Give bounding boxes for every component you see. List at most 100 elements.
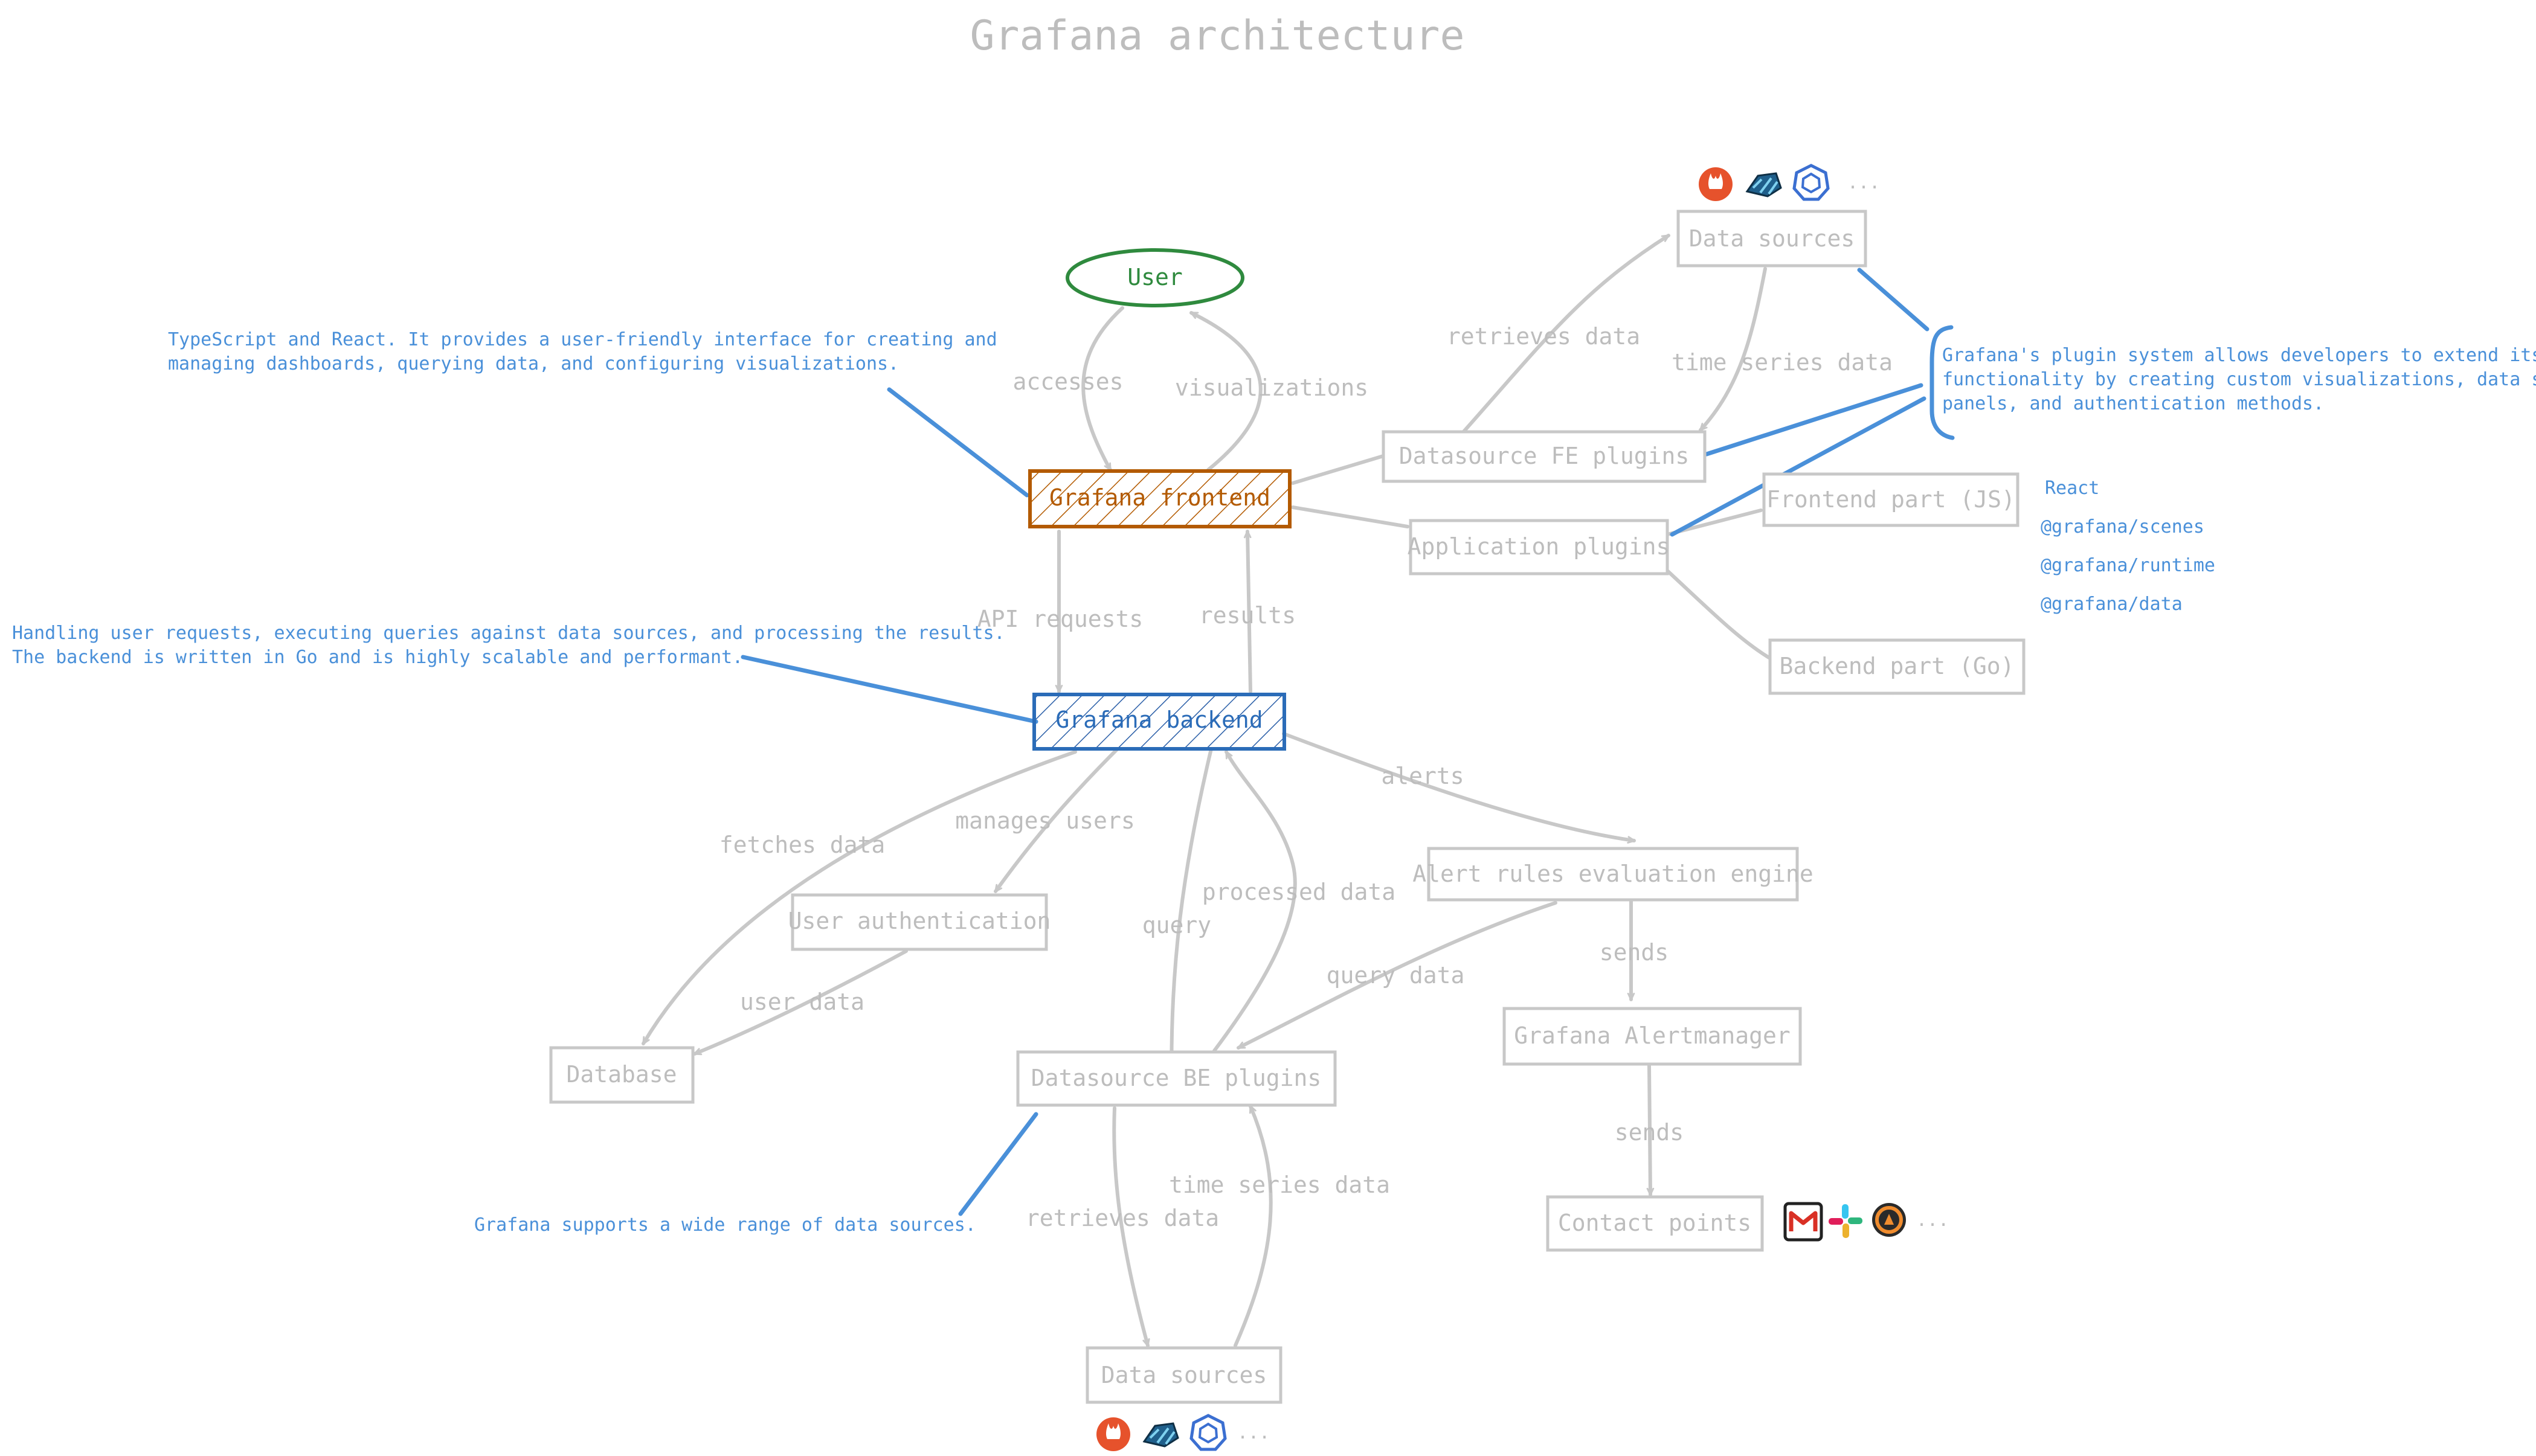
note-datasources: Grafana supports a wide range of data so… bbox=[474, 1214, 976, 1236]
node-backend: Grafana backend bbox=[1032, 693, 1286, 751]
prometheus-icon bbox=[1096, 1417, 1130, 1451]
node-backend-label: Grafana backend bbox=[1055, 707, 1263, 733]
library-react: React bbox=[2045, 478, 2099, 499]
library-grafana-data: @grafana/data bbox=[2041, 594, 2183, 615]
note-backend-line1: Handling user requests, executing querie… bbox=[12, 623, 1005, 644]
bottom-more-indicator: ... bbox=[1237, 1422, 1270, 1443]
node-datasource-fe-label: Datasource FE plugins bbox=[1399, 443, 1689, 469]
node-data-sources-bottom bbox=[1086, 1346, 1282, 1404]
note-line-plugin-mid bbox=[1704, 383, 1923, 457]
edge-alerts bbox=[1282, 732, 1636, 844]
edge-frontend-app bbox=[1291, 505, 1409, 528]
node-alertmanager bbox=[1502, 1007, 1802, 1066]
edge-time-series-bottom bbox=[1234, 1105, 1273, 1347]
edge-label-time-series-bottom: time series data bbox=[1169, 1172, 1390, 1198]
node-user: User bbox=[1066, 248, 1244, 307]
edge-label-query: query bbox=[1142, 912, 1211, 938]
node-datasource-fe bbox=[1382, 430, 1707, 483]
edge-accesses bbox=[1081, 306, 1124, 472]
node-data-sources-top-label: Data sources bbox=[1689, 225, 1855, 252]
edge-sends-2 bbox=[1646, 1064, 1655, 1196]
oncall-icon bbox=[1872, 1203, 1906, 1237]
edge-visualizations bbox=[1189, 311, 1263, 472]
edge-label-query-data: query data bbox=[1327, 962, 1465, 989]
edge-manages-users bbox=[994, 747, 1119, 893]
edge-processed-data bbox=[1212, 750, 1297, 1053]
node-user-label: User bbox=[1127, 264, 1183, 290]
edge-fetches-data bbox=[642, 750, 1077, 1045]
edge-label-accesses: accesses bbox=[1012, 368, 1123, 395]
edge-label-time-series-top: time series data bbox=[1672, 349, 1893, 376]
library-grafana-scenes: @grafana/scenes bbox=[2041, 516, 2204, 537]
node-alert-engine bbox=[1427, 847, 1799, 902]
note-plugin-line1: Grafana's plugin system allows developer… bbox=[1942, 345, 2536, 366]
node-frontend-part-label: Frontend part (JS) bbox=[1766, 486, 2015, 513]
edge-label-processed-data: processed data bbox=[1202, 879, 1395, 905]
edge-label-retrieves-data-bottom: retrieves data bbox=[1026, 1205, 1219, 1231]
edge-retrieves-data-top bbox=[1460, 234, 1670, 435]
gmail-icon bbox=[1783, 1202, 1823, 1242]
note-frontend-line1: TypeScript and React. It provides a user… bbox=[168, 329, 997, 350]
node-alert-engine-label: Alert rules evaluation engine bbox=[1412, 861, 1813, 887]
node-database-label: Database bbox=[566, 1061, 677, 1088]
node-frontend: Grafana frontend bbox=[1028, 469, 1292, 528]
node-frontend-part bbox=[1762, 472, 2019, 527]
note-line-backend bbox=[741, 655, 1038, 724]
edge-label-fetches-data: fetches data bbox=[719, 832, 886, 858]
edge-label-user-data: user data bbox=[740, 989, 864, 1015]
slack-icon bbox=[1829, 1204, 1862, 1238]
contact-point-icons: ... bbox=[1783, 1202, 1949, 1242]
note-frontend-line2: managing dashboards, querying data, and … bbox=[168, 353, 899, 374]
library-grafana-runtime: @grafana/runtime bbox=[2041, 555, 2215, 576]
top-datasource-icons: ... bbox=[1699, 164, 1880, 201]
edge-label-api-requests: API requests bbox=[977, 606, 1144, 632]
note-plugin-line3: panels, and authentication methods. bbox=[1942, 393, 2324, 414]
edge-label-visualizations: visualizations bbox=[1175, 374, 1368, 401]
node-backend-part bbox=[1768, 638, 2026, 695]
node-contact-points-label: Contact points bbox=[1558, 1210, 1751, 1236]
top-more-indicator: ... bbox=[1847, 172, 1880, 193]
tempo-icon bbox=[1142, 1422, 1179, 1448]
edge-user-data bbox=[693, 949, 908, 1056]
edge-retrieves-data-bottom bbox=[1112, 1106, 1150, 1347]
edge-app-backend-part bbox=[1665, 569, 1772, 660]
note-line-frontend bbox=[887, 387, 1029, 498]
node-user-auth-label: User authentication bbox=[788, 908, 1051, 934]
note-line-plugin-top bbox=[1857, 268, 1929, 332]
edge-label-sends-1: sends bbox=[1600, 939, 1669, 966]
kubernetes-icon bbox=[1189, 1414, 1227, 1451]
edge-label-alerts: alerts bbox=[1381, 763, 1464, 789]
node-data-sources-top bbox=[1676, 210, 1867, 268]
node-backend-part-label: Backend part (Go) bbox=[1780, 653, 2015, 679]
edge-query-data bbox=[1237, 901, 1557, 1050]
node-application-plugins bbox=[1409, 519, 1669, 576]
kubernetes-icon bbox=[1792, 164, 1830, 201]
edge-label-manages-users: manages users bbox=[955, 807, 1134, 834]
bottom-datasource-icons: ... bbox=[1096, 1414, 1270, 1451]
note-line-plugin-low bbox=[1670, 396, 1926, 537]
edge-label-sends-2: sends bbox=[1615, 1119, 1684, 1146]
contact-more-indicator: ... bbox=[1916, 1210, 1949, 1231]
prometheus-icon bbox=[1699, 167, 1733, 201]
node-data-sources-bottom-label: Data sources bbox=[1101, 1362, 1267, 1388]
note-backend-line2: The backend is written in Go and is high… bbox=[12, 647, 743, 668]
edge-label-results: results bbox=[1199, 602, 1296, 629]
node-contact-points bbox=[1546, 1195, 1764, 1252]
diagram-title: Grafana architecture bbox=[970, 12, 1465, 60]
note-line-datasources bbox=[958, 1112, 1038, 1216]
node-alertmanager-label: Grafana Alertmanager bbox=[1514, 1022, 1791, 1049]
edge-query bbox=[1168, 747, 1213, 1096]
node-datasource-be bbox=[1016, 1050, 1337, 1107]
tempo-icon bbox=[1745, 172, 1782, 197]
node-user-auth bbox=[791, 893, 1048, 951]
edge-label-retrieves-data-top: retrieves data bbox=[1447, 323, 1640, 350]
node-database bbox=[549, 1046, 695, 1104]
edge-results bbox=[1243, 530, 1252, 693]
node-datasource-be-label: Datasource BE plugins bbox=[1031, 1065, 1321, 1091]
node-application-plugins-label: Application plugins bbox=[1408, 533, 1670, 560]
edge-time-series-top bbox=[1699, 267, 1767, 432]
node-frontend-label: Grafana frontend bbox=[1049, 484, 1270, 511]
note-plugin-line2: functionality by creating custom visuali… bbox=[1942, 369, 2536, 390]
edge-frontend-dsfe bbox=[1291, 454, 1385, 485]
